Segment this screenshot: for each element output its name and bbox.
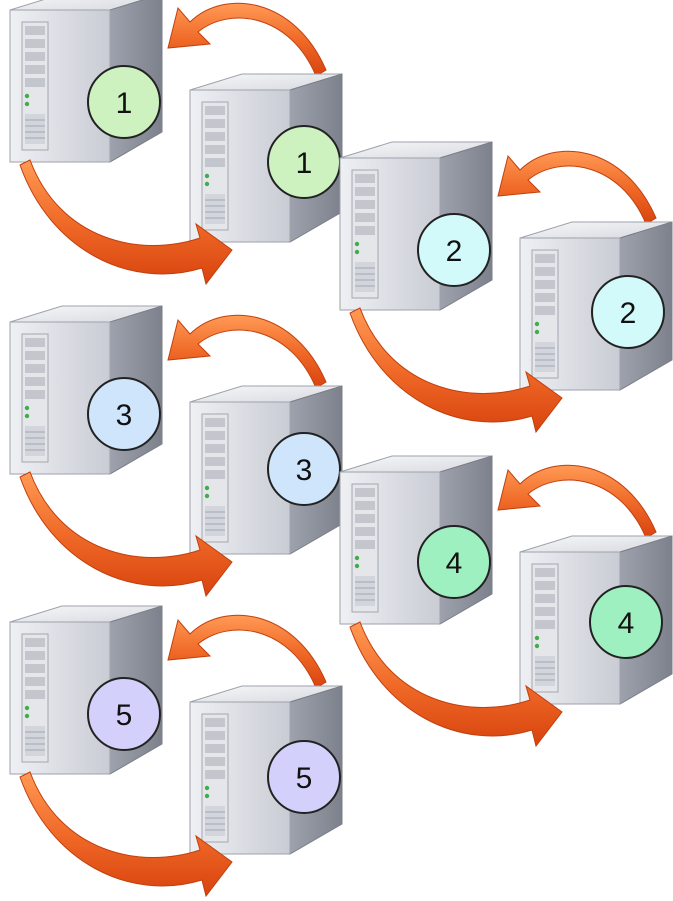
pair-3-badge-a: [87, 377, 161, 451]
pair-5-number-a: 5: [116, 699, 133, 732]
pair-5: 5 5: [10, 606, 342, 896]
pair-2-number-b: 2: [620, 297, 637, 330]
pair-4-number-a: 4: [446, 547, 463, 580]
pair-3-number-a: 3: [116, 399, 133, 432]
pair-1: 1 1: [10, 0, 342, 284]
pair-2-number-a: 2: [446, 235, 463, 268]
pair-4-number-b: 4: [618, 607, 635, 640]
pair-1-badge-a: [87, 65, 161, 139]
pair-2-badge-a: [417, 213, 491, 287]
pair-3-number-b: 3: [296, 454, 313, 487]
pair-4-badge-b: [589, 585, 663, 659]
pair-4-badge-a: [417, 525, 491, 599]
pair-2-badge-b: [591, 275, 665, 349]
pair-4: 4 4: [340, 456, 672, 746]
pair-5-badge-b: [267, 740, 341, 814]
pair-3-badge-b: [267, 432, 341, 506]
pair-1-number-a: 1: [116, 87, 133, 120]
pair-1-number-b: 1: [296, 147, 313, 180]
pair-2: 2 2: [340, 142, 672, 432]
pair-3: 3 3: [10, 306, 342, 596]
pair-5-number-b: 5: [296, 762, 313, 795]
pair-5-badge-a: [87, 677, 161, 751]
